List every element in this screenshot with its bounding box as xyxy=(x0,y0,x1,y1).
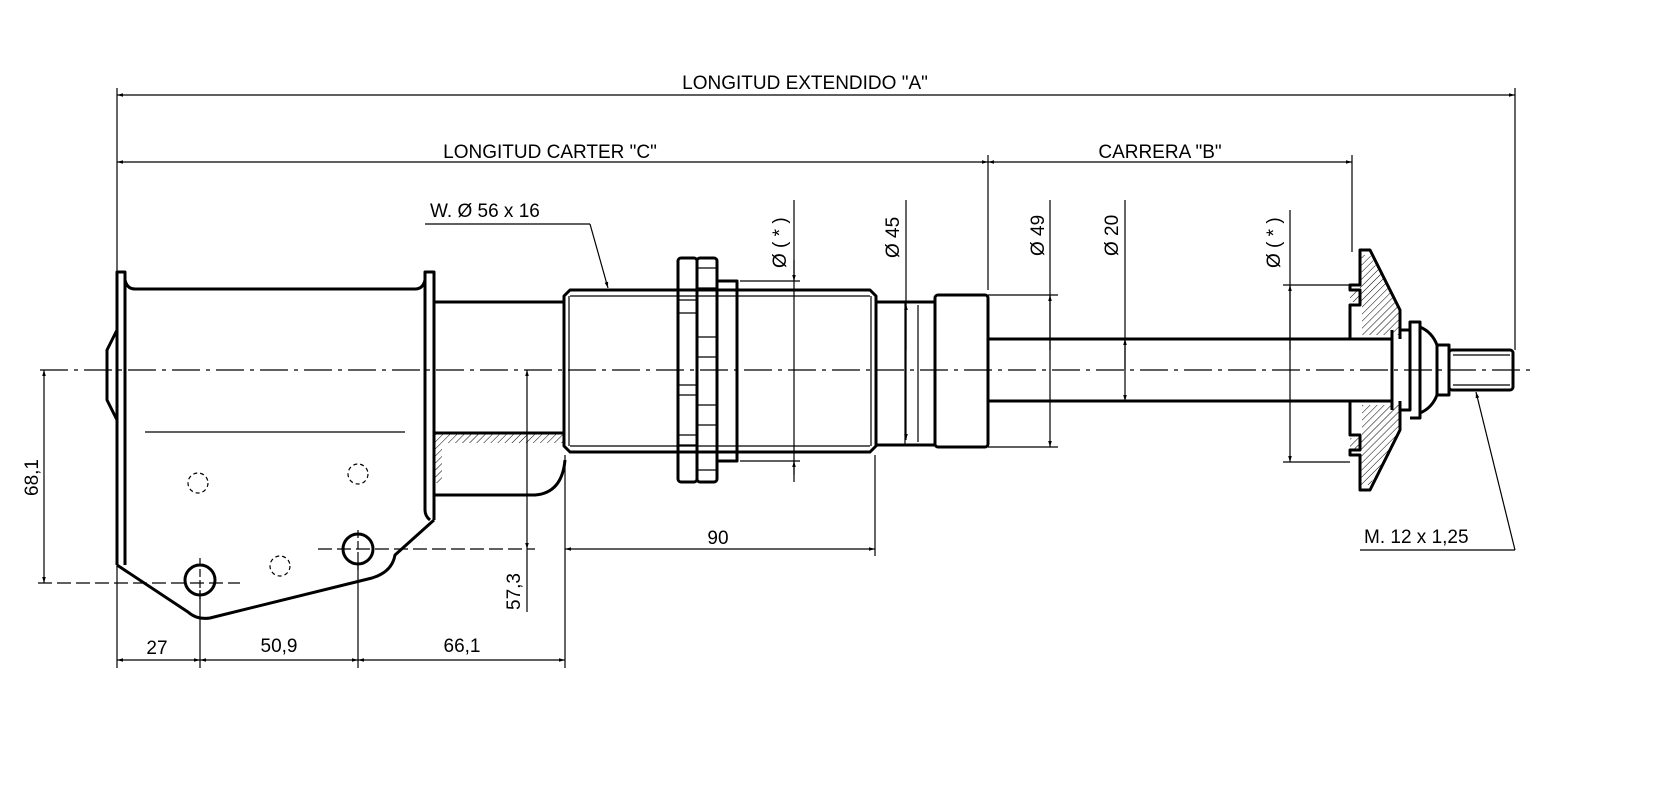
dimension-length-housing: LONGITUD CARTER "C" xyxy=(117,142,988,164)
top-mount xyxy=(1348,248,1515,492)
dimension-68-1: 68,1 xyxy=(22,370,46,583)
lock-nuts xyxy=(676,256,739,484)
dimension-27: 27 xyxy=(117,638,200,662)
label-length-housing: LONGITUD CARTER "C" xyxy=(443,142,657,163)
dimension-stroke: CARRERA "B" xyxy=(988,142,1352,164)
label-50-9: 50,9 xyxy=(261,636,298,657)
hole-hidden xyxy=(269,555,291,577)
label-length-extended: LONGITUD EXTENDIDO "A" xyxy=(682,73,928,94)
leader-thread: M. 12 x 1,25 xyxy=(1360,391,1516,551)
dimension-dia-20: Ø 20 xyxy=(1102,200,1127,401)
extension-lines xyxy=(38,88,1516,668)
dimension-dia-45: Ø 45 xyxy=(883,200,908,440)
label-thread: M. 12 x 1,25 xyxy=(1364,527,1469,548)
leader-washer: W. Ø 56 x 16 xyxy=(425,201,609,289)
label-dia-20: Ø 20 xyxy=(1102,215,1123,256)
dimension-57-3: 57,3 xyxy=(504,370,529,612)
dimension-dia-49: Ø 49 xyxy=(988,200,1058,448)
label-dia-star-right: Ø ( * ) xyxy=(1264,217,1285,268)
dimension-50-9: 50,9 xyxy=(200,636,358,662)
dimension-66-1: 66,1 xyxy=(358,636,565,662)
label-27: 27 xyxy=(146,638,167,659)
dimension-dia-star-left: Ø ( * ) xyxy=(740,200,800,482)
dimension-length-extended: LONGITUD EXTENDIDO "A" xyxy=(117,73,1515,97)
mounting-bracket xyxy=(105,270,436,620)
dimension-dia-star-right: Ø ( * ) xyxy=(1264,210,1350,463)
label-stroke: CARRERA "B" xyxy=(1098,142,1221,163)
label-washer: W. Ø 56 x 16 xyxy=(430,201,540,222)
label-66-1: 66,1 xyxy=(444,636,481,657)
threaded-body xyxy=(562,288,878,454)
piston-rod xyxy=(988,337,1392,403)
label-dia-45: Ø 45 xyxy=(883,217,904,258)
label-57-3: 57,3 xyxy=(504,573,525,610)
lower-tube xyxy=(434,300,567,497)
hole-hidden xyxy=(187,472,209,494)
threaded-stud xyxy=(1447,348,1515,392)
label-dia-star-left: Ø ( * ) xyxy=(770,217,791,268)
seal-cap xyxy=(874,293,990,449)
label-dia-49: Ø 49 xyxy=(1028,215,1049,256)
label-68-1: 68,1 xyxy=(22,459,43,496)
label-90: 90 xyxy=(707,528,728,549)
dimension-90: 90 xyxy=(565,528,875,551)
hole-hidden xyxy=(347,463,369,485)
